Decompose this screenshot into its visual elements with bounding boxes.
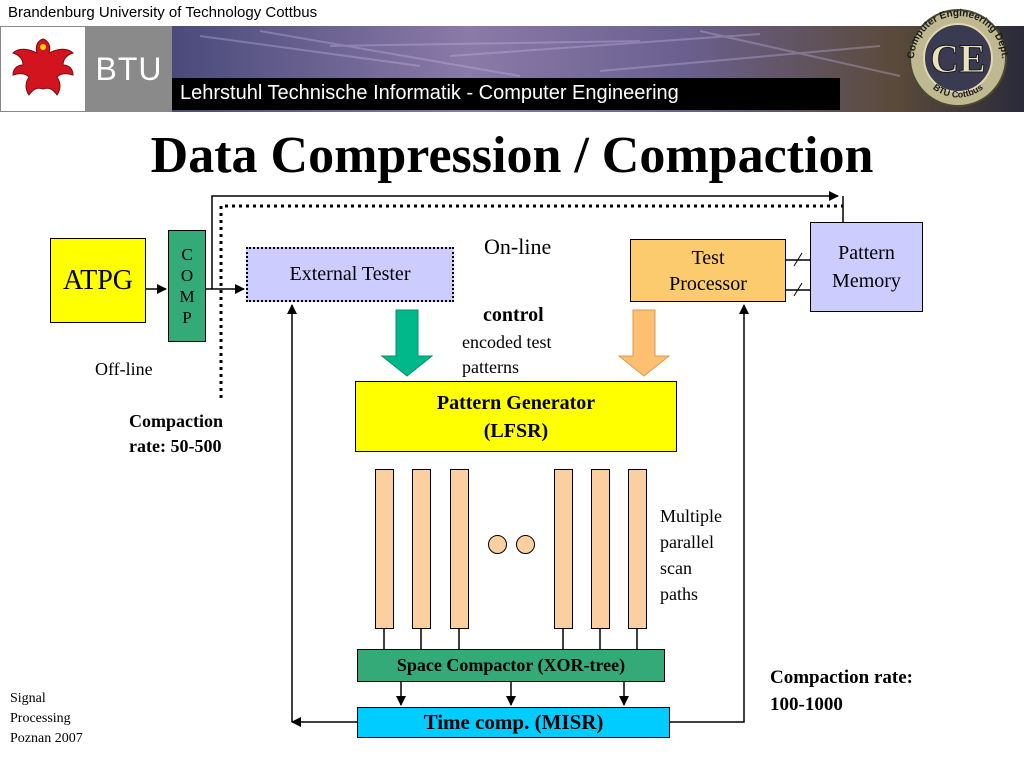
online-label: On-line: [484, 234, 552, 259]
compaction-rate-right: Compaction rate: 100-1000: [770, 664, 913, 718]
scan-path: [375, 469, 394, 629]
compaction-rate-left: Compaction rate: 50-500: [129, 409, 223, 459]
footer-line1: Signal: [10, 691, 46, 706]
pattern-generator-line2: (LFSR): [483, 419, 549, 442]
ellipsis-dot: [516, 535, 535, 554]
test-processor-line1: Test: [691, 246, 725, 269]
external-tester-box: External Tester: [246, 247, 454, 302]
scan-path: [554, 469, 573, 629]
encoded-test-patterns-label: encoded test patterns: [462, 330, 551, 380]
pattern-memory-box: Pattern Memory: [810, 222, 923, 312]
department-name: Lehrstuhl Technische Informatik - Comput…: [180, 82, 679, 104]
compaction-left-line2: rate: 50-500: [129, 436, 222, 456]
test-processor-line2: Processor: [669, 272, 747, 295]
space-compactor-box: Space Compactor (XOR-tree): [357, 649, 665, 682]
comp-letter-p: P: [182, 308, 192, 327]
compaction-right-line2: 100-1000: [770, 694, 843, 715]
scan-path: [628, 469, 647, 629]
comp-letter-m: M: [179, 287, 195, 306]
footer-line2: Processing: [10, 711, 71, 726]
pattern-memory-line1: Pattern: [838, 242, 895, 264]
scan-path: [412, 469, 431, 629]
encoded-line2: patterns: [462, 357, 519, 377]
scan-label-line3: scan: [660, 558, 692, 578]
scan-label-line4: paths: [660, 584, 698, 604]
comp-box: C O M P: [168, 230, 206, 342]
header-banner: [170, 26, 1024, 112]
scan-label-line2: parallel: [660, 532, 714, 552]
pattern-memory-line2: Memory: [832, 270, 901, 292]
test-processor-box: Test Processor: [630, 239, 786, 302]
comp-letter-o: O: [180, 266, 194, 285]
scan-path: [591, 469, 610, 629]
scan-paths-label: Multiple parallel scan paths: [660, 503, 722, 607]
compaction-right-line1: Compaction rate:: [770, 667, 913, 688]
ellipsis-dot: [488, 535, 507, 554]
footer-note: Signal Processing Poznan 2007: [10, 689, 83, 749]
ce-logo-icon: Computer Engineering Dept. BTU Cottbus C…: [906, 8, 1010, 107]
slide-title: Data Compression / Compaction: [150, 127, 874, 184]
pattern-generator-box: Pattern Generator (LFSR): [355, 381, 677, 452]
pattern-generator-line1: Pattern Generator: [436, 391, 596, 414]
ce-logo-text: CE: [930, 36, 986, 81]
ce-logo: Computer Engineering Dept. BTU Cottbus C…: [900, 4, 1016, 108]
offline-label: Off-line: [95, 359, 153, 379]
control-label: control: [483, 304, 544, 326]
brandenburg-crest: [0, 26, 86, 112]
eagle-icon: [12, 38, 74, 96]
footer-line3: Poznan 2007: [10, 731, 83, 746]
university-name: Brandenburg University of Technology Cot…: [8, 4, 318, 21]
comp-letter-c: C: [181, 245, 193, 264]
compaction-left-line1: Compaction: [129, 411, 223, 431]
btu-logo: BTU: [86, 26, 172, 112]
atpg-box: ATPG: [50, 238, 146, 323]
scan-label-line1: Multiple: [660, 506, 722, 526]
scan-path: [450, 469, 469, 629]
encoded-line1: encoded test: [462, 332, 552, 352]
time-comp-box: Time comp. (MISR): [357, 707, 670, 738]
